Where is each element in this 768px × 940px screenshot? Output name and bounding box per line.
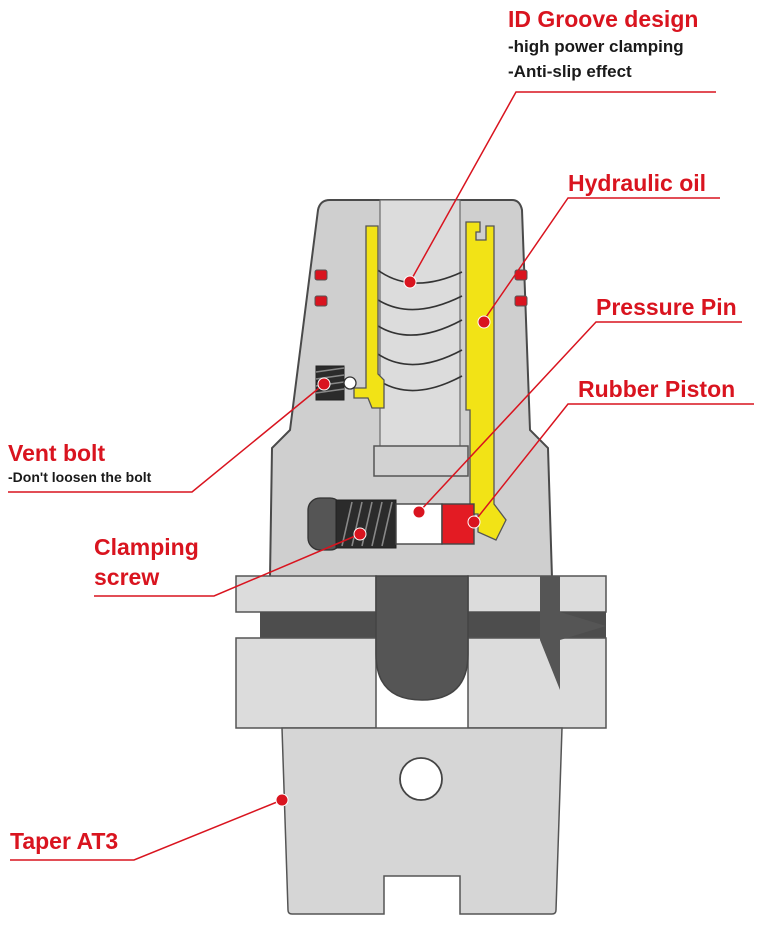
flange-top-left <box>235 575 377 613</box>
id-groove-line2: -Anti-slip effect <box>508 62 632 81</box>
o-ring-left-bottom <box>314 295 328 307</box>
hydraulic-oil-title: Hydraulic oil <box>568 170 707 196</box>
vent-bolt-note: -Don't loosen the bolt <box>8 469 152 485</box>
leader-taper <box>10 799 283 861</box>
flange-bottom-right <box>467 637 607 729</box>
center-drive-slot <box>375 575 469 701</box>
dot-taper <box>275 793 289 807</box>
clamping-screw-title-line1: Clamping <box>94 534 199 560</box>
clamping-screw <box>307 497 397 551</box>
leader-clamping-screw <box>94 533 361 597</box>
bore-bottom-plug <box>373 445 469 477</box>
leader-vent-bolt <box>8 383 325 493</box>
shank-cross-hole <box>399 757 443 801</box>
id-groove-line1: -high power clamping <box>508 37 684 56</box>
id-groove-title: ID Groove design <box>508 6 699 32</box>
right-key-notch <box>540 576 606 690</box>
leader-id-groove <box>409 91 716 283</box>
leader-rubber-piston <box>473 403 754 523</box>
oil-channel-left <box>353 225 385 409</box>
oil-channel-right <box>465 221 507 541</box>
dot-id-groove <box>403 275 417 289</box>
dot-vent-bolt <box>317 377 331 391</box>
center-bore <box>379 199 461 449</box>
dot-hydraulic-oil <box>477 315 491 329</box>
clamping-screw-title-line2: screw <box>94 564 160 590</box>
pressure-pin-title: Pressure Pin <box>596 294 737 320</box>
rubber-piston-title: Rubber Piston <box>578 376 736 402</box>
vent-bolt-title: Vent bolt <box>8 440 106 466</box>
o-ring-right-bottom <box>514 295 528 307</box>
dot-pressure-pin <box>412 505 426 519</box>
taper-shank <box>281 727 563 915</box>
leader-pressure-pin <box>418 321 742 513</box>
taper-title: Taper AT3 <box>10 828 119 854</box>
dot-clamping-screw <box>353 527 367 541</box>
flange-top-right <box>467 575 607 613</box>
leader-hydraulic-oil <box>483 197 720 321</box>
flange-bottom-left <box>235 637 377 729</box>
dot-rubber-piston <box>467 515 481 529</box>
o-ring-left-top <box>314 269 328 281</box>
